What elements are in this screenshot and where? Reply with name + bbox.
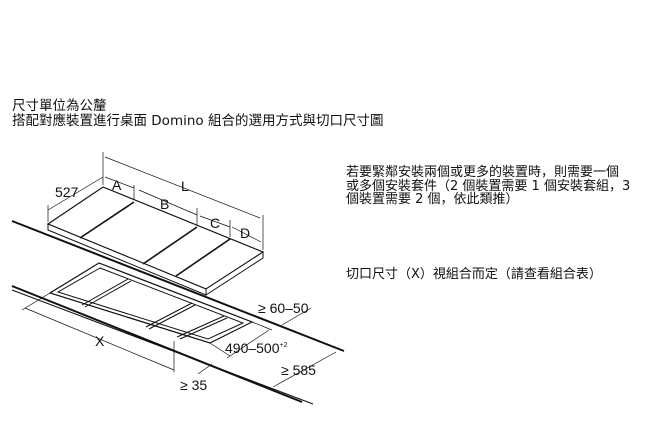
cutout-inner bbox=[56, 267, 245, 340]
dim-line-back-gap bbox=[281, 307, 312, 326]
hob-side-face bbox=[205, 251, 264, 296]
dim-line-c bbox=[199, 215, 231, 228]
units-note: 尺寸單位為公釐 bbox=[12, 98, 107, 114]
dim-line-x bbox=[24, 307, 175, 371]
cutout-divider bbox=[148, 304, 196, 330]
worktop-back-edge bbox=[11, 220, 345, 352]
diagram-title: 搭配對應裝置進行桌面 Domino 組合的選用方式與切口尺寸圖 bbox=[12, 113, 384, 129]
worktop-front-edge-lower bbox=[11, 289, 314, 405]
cutout-note: 切口尺寸（X）視組合而定（請查看組合表） bbox=[346, 267, 602, 282]
cutout-divider bbox=[84, 280, 132, 308]
cutout-divider bbox=[179, 317, 228, 340]
dim-line-527 bbox=[47, 176, 104, 211]
dim-back-gap-label: ≥ 60–50 bbox=[258, 300, 309, 316]
dim-line-a bbox=[104, 176, 135, 189]
dim-cutout-depth-label: 490–500+2 bbox=[225, 340, 288, 356]
cutout-divider bbox=[176, 315, 225, 338]
dim-line-l bbox=[104, 156, 261, 219]
dim-line-counter-depth bbox=[272, 351, 337, 388]
dim-line-cutout-depth bbox=[226, 329, 270, 359]
dim-d-label: D bbox=[240, 225, 250, 241]
dim-b-label: B bbox=[160, 196, 169, 212]
hob-divider bbox=[79, 201, 135, 239]
dim-line-d bbox=[231, 226, 262, 243]
dim-l-label: L bbox=[181, 178, 189, 194]
installation-kit-note: 若要緊鄰安裝兩個或更多的裝置時，則需要一個或多個安裝套件（2 個裝置需要 1 個… bbox=[346, 165, 631, 207]
hob-divider bbox=[142, 226, 198, 265]
dim-x-label: X bbox=[95, 333, 105, 349]
hob-divider bbox=[175, 238, 231, 277]
cutout-divider bbox=[81, 278, 129, 306]
dim-527-label: 527 bbox=[55, 184, 79, 200]
dim-line-b bbox=[138, 189, 198, 216]
dim-c-label: C bbox=[210, 215, 220, 231]
worktop-front-edge bbox=[11, 285, 303, 403]
dim-a-label: A bbox=[112, 177, 122, 193]
dim-front-gap-label: ≥ 35 bbox=[180, 377, 207, 393]
dim-line-front-gap bbox=[197, 363, 213, 375]
dim-counter-depth-label: ≥ 585 bbox=[281, 362, 316, 378]
cutout-divider bbox=[145, 302, 193, 328]
